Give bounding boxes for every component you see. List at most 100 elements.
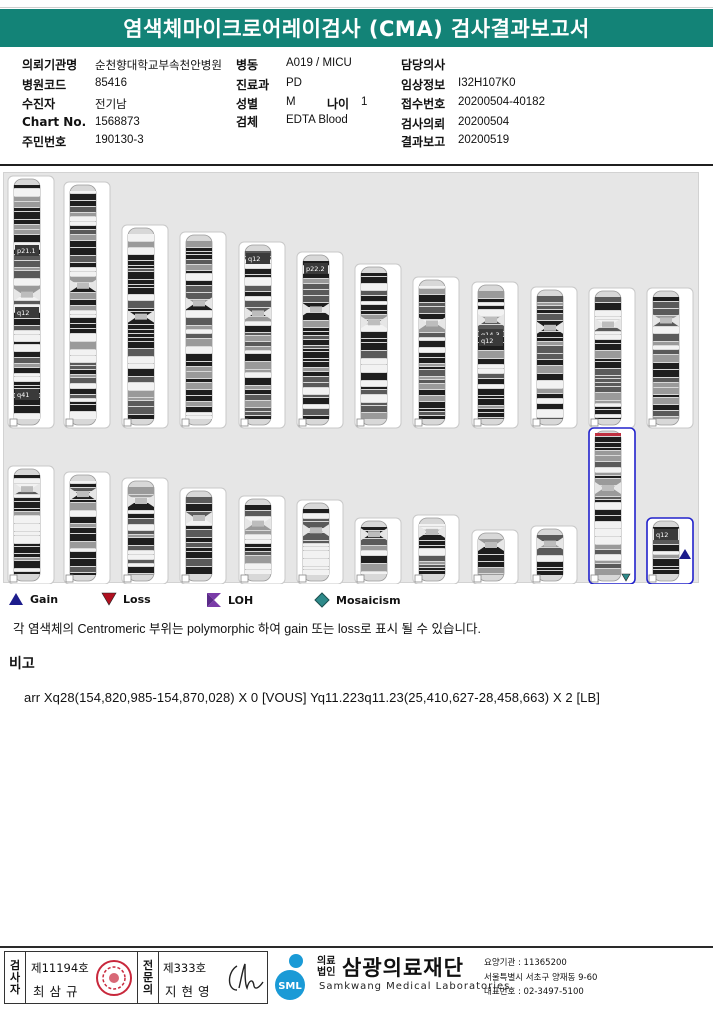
request-label: 검사의뢰 bbox=[401, 117, 446, 131]
remarks-title: 비고 bbox=[9, 656, 35, 672]
band-label: q41 bbox=[17, 391, 29, 399]
loss-marker-icon bbox=[621, 573, 631, 582]
receipt-label: 접수번호 bbox=[401, 97, 446, 111]
age-label: 나이 bbox=[327, 97, 350, 111]
institution-value: 순천향대학교부속천안병원 bbox=[95, 60, 222, 72]
patient-label: 수진자 bbox=[22, 97, 56, 111]
band-label: p21.1 bbox=[17, 247, 36, 255]
reviewer-name: 지현영 bbox=[165, 984, 215, 999]
tester-name: 최삼규 bbox=[33, 984, 83, 999]
chromosome: p22.2 bbox=[296, 251, 344, 429]
patient-value: 전기남 bbox=[95, 99, 127, 111]
specimen-value: EDTA Blood bbox=[286, 114, 348, 126]
lab-prefix: 의료 법인 bbox=[317, 956, 336, 978]
gain-triangle-icon bbox=[9, 593, 23, 605]
patient-info-section: 의뢰기관명 순천향대학교부속천안병원 병동 A019 / MICU 담당의사 병… bbox=[0, 50, 713, 162]
mosaicism-diamond-icon bbox=[314, 592, 330, 608]
info-divider bbox=[0, 164, 713, 166]
age-value: 1 bbox=[361, 96, 368, 108]
reviewer-divider-left bbox=[137, 952, 138, 1003]
sml-logo-icon: SML bbox=[275, 954, 305, 1000]
department-label: 진료과 bbox=[236, 78, 270, 92]
loss-triangle-icon bbox=[101, 592, 117, 606]
chromosome bbox=[63, 471, 111, 584]
reviewer-number: 제333호 bbox=[163, 961, 207, 975]
lab-address: 서울특별시 서초구 양재동 9-60 bbox=[484, 973, 598, 983]
legend-gain: Gain bbox=[8, 592, 58, 606]
loh-bowtie-icon bbox=[207, 593, 221, 607]
tester-number: 제11194호 bbox=[31, 961, 89, 975]
lab-phone: 대표번호 : 02-3497-5100 bbox=[484, 987, 584, 997]
id-value: 190130-3 bbox=[95, 134, 144, 146]
clinical-label: 임상정보 bbox=[401, 78, 446, 92]
tester-label: 검 사 자 bbox=[9, 958, 21, 996]
clinical-value: I32H107K0 bbox=[458, 77, 516, 89]
institution-label: 의뢰기관명 bbox=[22, 58, 78, 72]
report-value: 20200519 bbox=[458, 134, 510, 146]
legend-gain-label: Gain bbox=[30, 592, 59, 606]
chromosome bbox=[471, 529, 519, 584]
legend-loss: Loss bbox=[101, 592, 151, 606]
legend: Gain Loss LOH Mosaicism bbox=[8, 592, 428, 612]
chromosome bbox=[530, 286, 578, 429]
ward-value: A019 / MICU bbox=[286, 57, 352, 69]
band-label: q12 bbox=[656, 531, 668, 539]
legend-loh: LOH bbox=[206, 592, 253, 608]
receipt-value: 20200504-40182 bbox=[458, 96, 545, 108]
chromosome bbox=[412, 276, 460, 429]
chart-label: Chart No. bbox=[22, 115, 87, 129]
id-label: 주민번호 bbox=[22, 135, 67, 149]
tester-divider bbox=[25, 952, 26, 1003]
report-title: 염색체마이크로어레이검사 (CMA) 검사결과보고서 bbox=[0, 9, 713, 47]
department-value: PD bbox=[286, 77, 302, 89]
footer-divider bbox=[0, 946, 713, 948]
band-label: q12 bbox=[481, 337, 493, 345]
chromosome bbox=[354, 517, 402, 584]
sex-value: M bbox=[286, 96, 296, 108]
ward-label: 병동 bbox=[236, 58, 259, 72]
top-border bbox=[0, 0, 713, 8]
band-label: q12 bbox=[248, 255, 260, 263]
specimen-label: 검체 bbox=[236, 115, 259, 129]
gain-marker-icon bbox=[679, 549, 691, 559]
legend-mosaicism-label: Mosaicism bbox=[336, 593, 401, 607]
tester-seal-icon bbox=[96, 960, 132, 996]
chromosome bbox=[63, 181, 111, 429]
reviewer-label: 전 문 의 bbox=[142, 958, 154, 996]
legend-loh-label: LOH bbox=[228, 593, 254, 607]
reviewer-signature-icon bbox=[228, 963, 264, 991]
lab-name: 삼광의료재단 bbox=[342, 956, 464, 980]
chart-value: 1568873 bbox=[95, 116, 140, 128]
request-value: 20200504 bbox=[458, 116, 510, 128]
chromosome bbox=[179, 487, 227, 584]
centromere-note: 각 염색체의 Centromeric 부위는 polymorphic 하여 ga… bbox=[13, 622, 481, 636]
chromosome: q14.3 bbox=[471, 281, 519, 429]
chromosome bbox=[121, 477, 169, 584]
chromosome bbox=[296, 499, 344, 584]
doctor-label: 담당의사 bbox=[401, 58, 446, 72]
report-label: 결과보고 bbox=[401, 135, 446, 149]
hospital-code-value: 85416 bbox=[95, 77, 127, 89]
chromosome bbox=[588, 427, 636, 584]
legend-mosaicism: Mosaicism bbox=[314, 592, 401, 608]
chromosome bbox=[7, 465, 55, 584]
sex-label: 성별 bbox=[236, 97, 259, 111]
remarks-result: arr Xq28(154,820,985-154,870,028) X 0 [V… bbox=[24, 690, 600, 705]
signature-box: 검 사 자 제11194호 최삼규 전 문 의 제333호 지현영 bbox=[4, 951, 268, 1004]
sml-logo-text: SML bbox=[278, 981, 302, 992]
band-label: p22.2 bbox=[306, 265, 325, 273]
hospital-code-label: 병원코드 bbox=[22, 78, 67, 92]
chromosome bbox=[121, 224, 169, 429]
chromosome: q12 bbox=[238, 241, 286, 429]
chromosome bbox=[354, 263, 402, 429]
chromosome: q12 bbox=[646, 517, 694, 584]
lab-code: 요양기관 : 11365200 bbox=[484, 958, 567, 968]
chromosome bbox=[238, 495, 286, 584]
chromosome bbox=[646, 287, 694, 429]
band-label: q12 bbox=[17, 309, 29, 317]
legend-loss-label: Loss bbox=[123, 592, 151, 606]
chromosome bbox=[179, 231, 227, 429]
chromosome bbox=[588, 287, 636, 429]
